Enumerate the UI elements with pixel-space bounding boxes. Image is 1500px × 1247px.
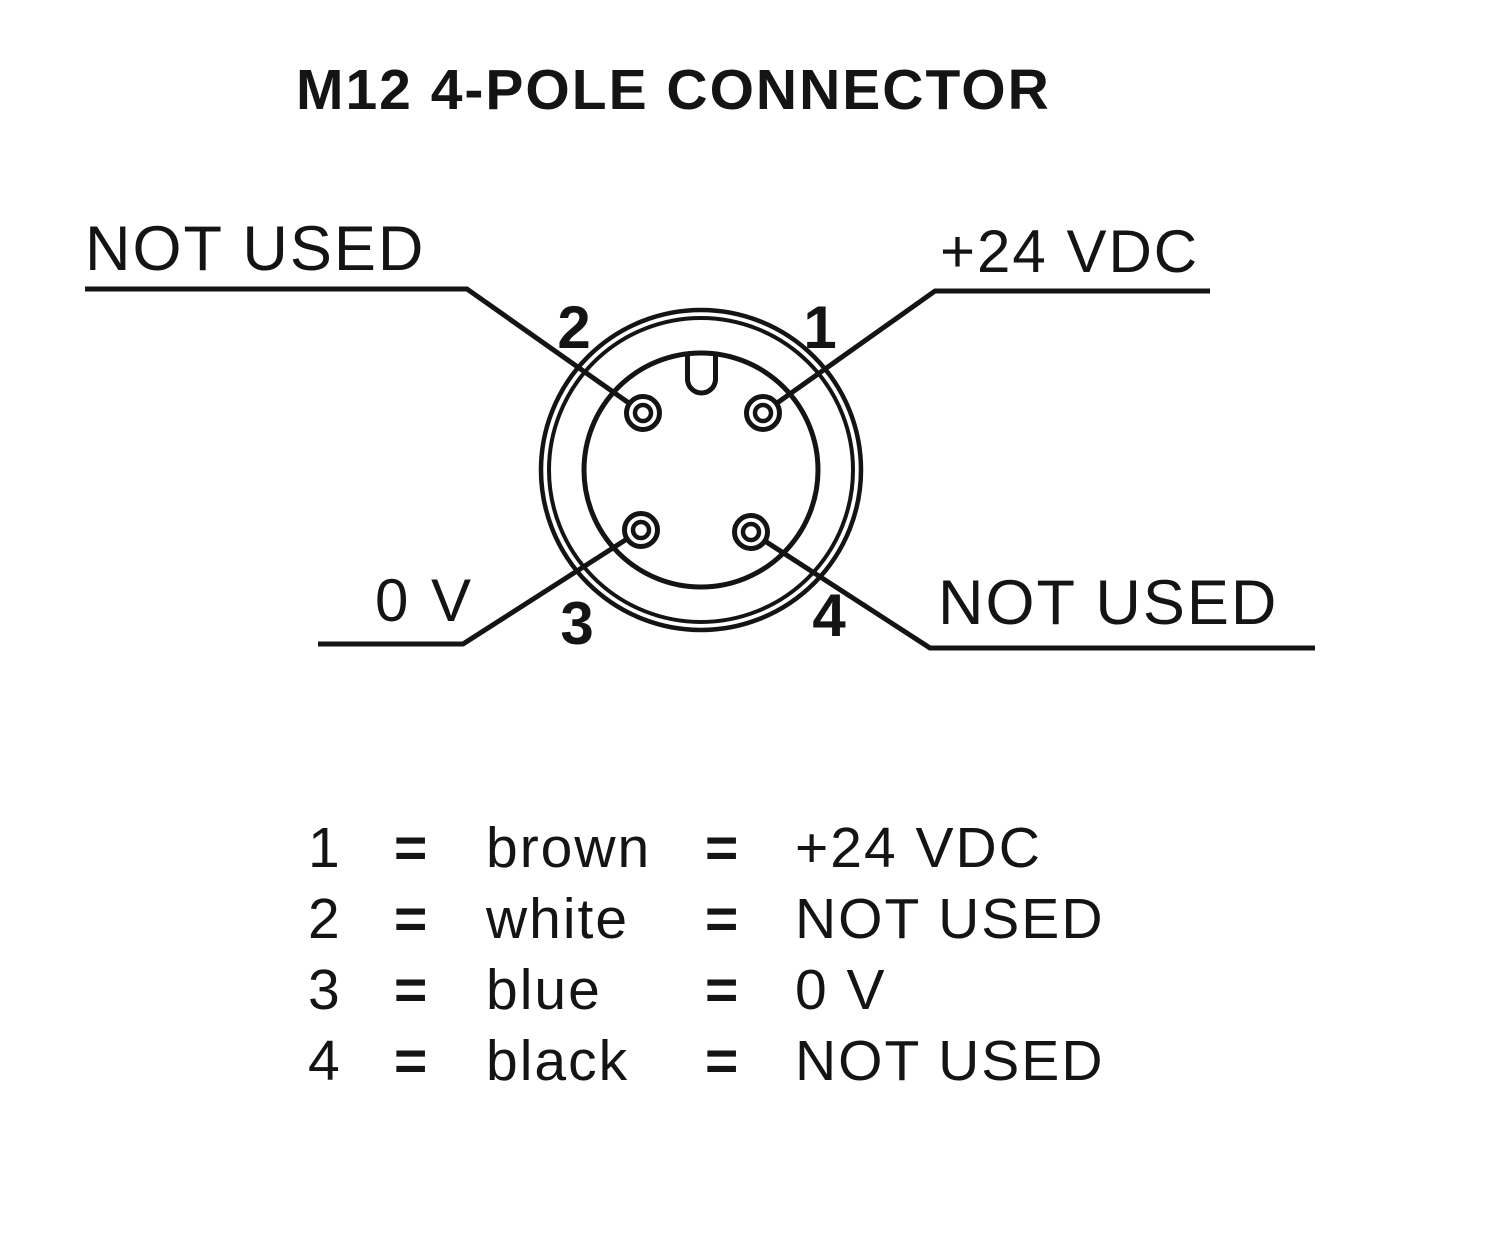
diagram-title: M12 4-POLE CONNECTOR [296, 58, 1051, 122]
pin-3-contact [622, 511, 660, 549]
equals-sign: = [394, 1029, 428, 1093]
connector-inner-face [581, 350, 821, 590]
equals-sign: = [705, 958, 739, 1022]
legend-wire-color: white [486, 887, 630, 951]
leader-line-pin4 [749, 529, 1315, 651]
legend-pin: 3 [308, 958, 342, 1022]
equals-sign: = [394, 887, 428, 951]
equals-sign: = [394, 816, 428, 880]
callout-label-pin4: NOT USED [938, 568, 1279, 638]
connector-outer-rim-inner-line [547, 316, 855, 624]
legend-signal: +24 VDC [795, 816, 1042, 880]
equals-sign: = [394, 958, 428, 1022]
pin-number-3: 3 [560, 590, 594, 657]
legend-pin: 2 [308, 887, 342, 951]
pin-2-contact [624, 394, 662, 432]
pin-4-contact [732, 513, 770, 551]
callout-label-pin1: +24 VDC [940, 218, 1200, 285]
legend-pin: 4 [308, 1029, 342, 1093]
equals-sign: = [705, 1029, 739, 1093]
leader-line-pin3 [318, 527, 643, 647]
legend-wire-color: blue [486, 958, 602, 1022]
pin-number-4: 4 [812, 582, 846, 649]
equals-sign: = [705, 887, 739, 951]
pin-number-2: 2 [557, 294, 591, 361]
callout-label-pin3: 0 V [375, 567, 475, 634]
leader-line-pin1 [761, 288, 1210, 416]
wiring-legend: 1 = brown = +24 VDC 2 = white = NOT USED… [308, 813, 1105, 1097]
keying-notch [685, 354, 718, 396]
legend-pin: 1 [308, 816, 342, 880]
legend-wire-color: brown [486, 816, 652, 880]
connector-outer-rim [538, 307, 864, 633]
legend-signal: NOT USED [795, 887, 1105, 951]
pin-number-1: 1 [803, 294, 837, 361]
callout-label-pin2: NOT USED [85, 214, 426, 284]
legend-signal: NOT USED [795, 1029, 1105, 1093]
equals-sign: = [705, 816, 739, 880]
pin-1-contact [744, 394, 782, 432]
legend-signal: 0 V [795, 958, 887, 1022]
legend-wire-color: black [486, 1029, 630, 1093]
